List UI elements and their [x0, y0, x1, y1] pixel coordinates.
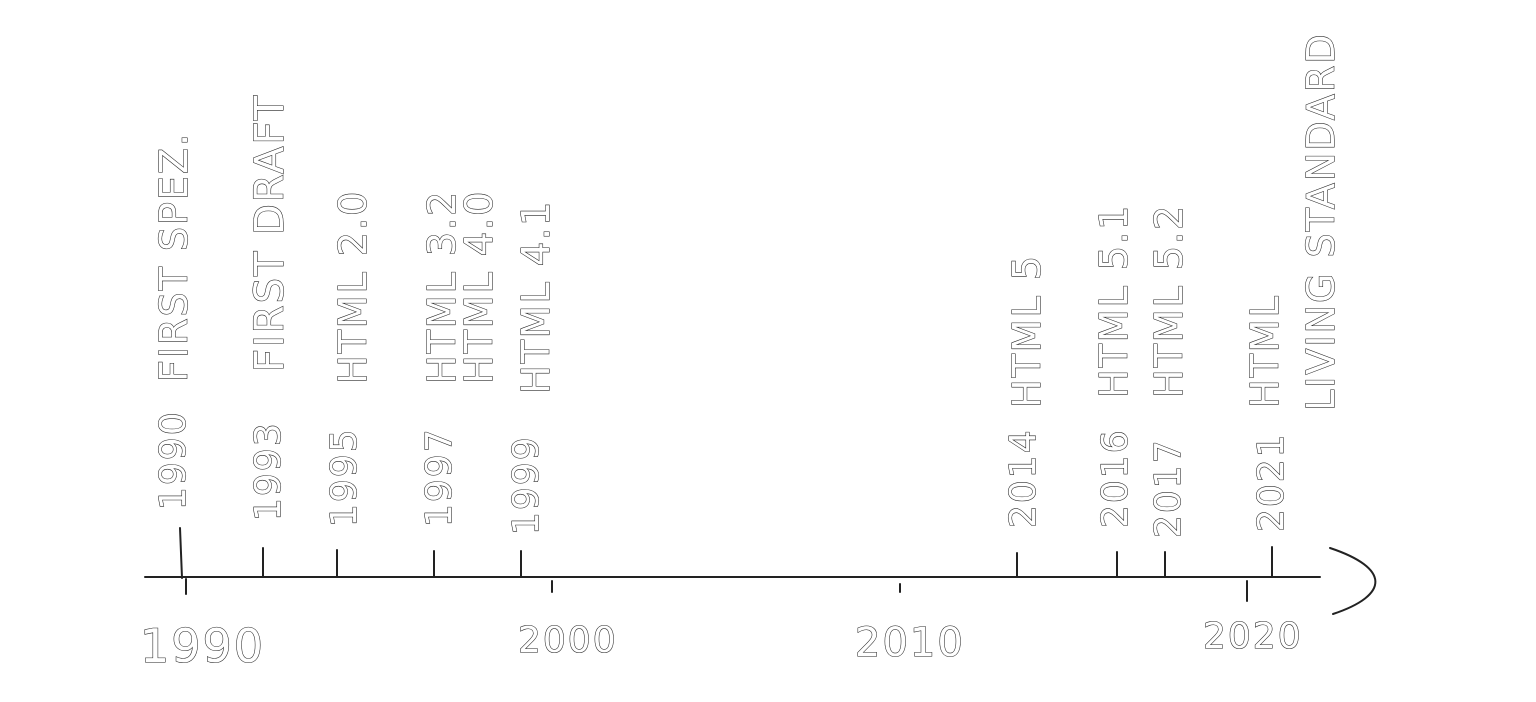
- event-label-html-4-1: HTML 4.1: [514, 200, 558, 394]
- event-label-first-spec: FIRST SPEZ.: [152, 132, 196, 382]
- event-tick-1990: [179, 527, 183, 579]
- arrow-head-icon: [1329, 547, 1377, 615]
- event-label-html: HTML: [1243, 294, 1287, 408]
- event-label-first-draft: FIRST DRAFT: [247, 94, 293, 372]
- axis-label-2000: 2000: [518, 620, 618, 661]
- event-label-html-3-2: HTML 3.2: [420, 190, 464, 384]
- year-marker-2014: 2014: [1003, 428, 1044, 528]
- axis-label-2020: 2020: [1203, 616, 1303, 657]
- year-marker-1997: 1997: [419, 427, 460, 527]
- event-label-html-2-0: HTML 2.0: [331, 190, 375, 384]
- year-marker-1995: 1995: [324, 427, 365, 527]
- event-label-html-5-2: HTML 5.2: [1147, 204, 1191, 398]
- event-label-html-4-0: HTML 4.0: [457, 190, 501, 384]
- year-marker-2021: 2021: [1251, 432, 1292, 532]
- year-marker-1993: 1993: [248, 421, 289, 521]
- year-marker-1990: 1990: [153, 410, 194, 510]
- axis-label-2010: 2010: [855, 620, 965, 666]
- year-marker-1999: 1999: [506, 435, 547, 535]
- event-label-html-5-1: HTML 5.1: [1092, 204, 1136, 398]
- event-label-living-standard: LIVING STANDARD: [1299, 32, 1343, 411]
- year-marker-2017: 2017: [1148, 438, 1189, 538]
- axis-label-1990: 1990: [140, 619, 265, 673]
- event-label-html-5: HTML 5: [1005, 254, 1049, 408]
- year-marker-2016: 2016: [1095, 428, 1136, 528]
